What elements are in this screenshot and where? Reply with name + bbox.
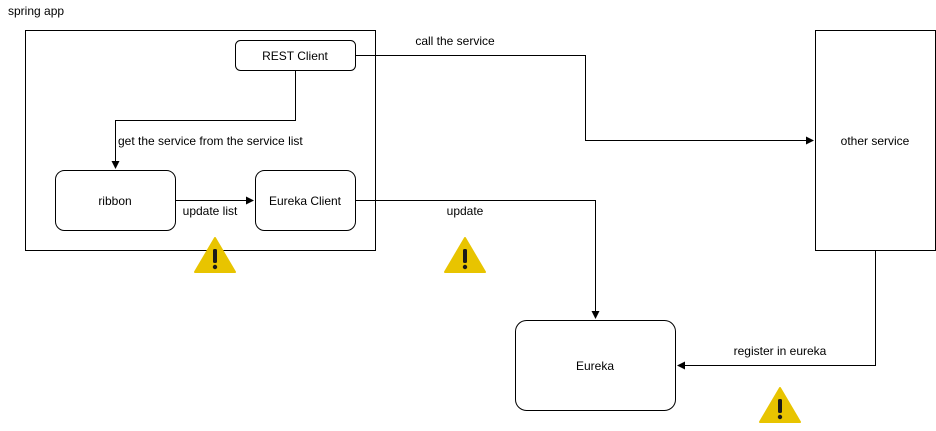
rest-client-label: REST Client (262, 49, 328, 63)
warning-icon (194, 237, 236, 273)
warning-icon (759, 387, 801, 423)
edge-get-service-label: get the service from the service list (118, 134, 303, 148)
eureka-node[interactable]: Eureka (515, 320, 676, 411)
ribbon-label: ribbon (98, 194, 131, 208)
warning-icon (444, 237, 486, 273)
other-service-node[interactable]: other service (815, 30, 936, 251)
eureka-client-node[interactable]: Eureka Client (255, 170, 356, 231)
edge-call-service (355, 55, 814, 145)
edge-get-service (111, 70, 296, 169)
edge-update-label: update (447, 204, 484, 218)
edge-register-label: register in eureka (734, 344, 827, 358)
other-service-label: other service (841, 134, 910, 148)
ribbon-node[interactable]: ribbon (55, 170, 176, 231)
eureka-label: Eureka (576, 359, 614, 373)
spring-app-title: spring app (8, 4, 64, 18)
edge-update-list-label: update list (183, 204, 238, 218)
edge-update (355, 200, 600, 319)
edge-call-service-label: call the service (415, 34, 495, 48)
rest-client-node[interactable]: REST Client (235, 40, 356, 71)
edge-register (677, 250, 876, 370)
eureka-client-label: Eureka Client (269, 194, 342, 208)
